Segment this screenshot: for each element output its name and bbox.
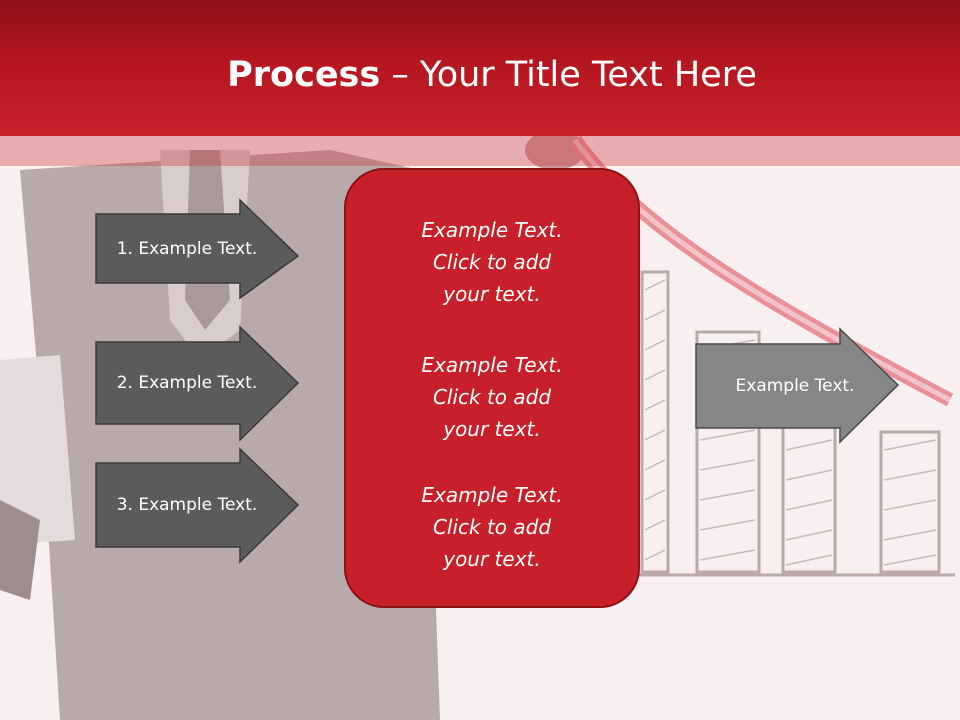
arrow-shape <box>95 447 300 564</box>
center-paragraph-1: Example Text. Click to add your text. <box>421 218 563 306</box>
arrow-shape <box>95 325 300 442</box>
result-arrow[interactable]: Example Text. <box>695 327 900 444</box>
title-bar-band <box>0 136 960 166</box>
slide-title[interactable]: Process – Your Title Text Here <box>0 54 960 96</box>
title-bold: Process <box>227 55 381 95</box>
process-step-arrow-2[interactable]: 2. Example Text. <box>95 325 300 442</box>
process-step-label: 2. Example Text. <box>116 373 258 393</box>
process-step-arrow-3[interactable]: 3. Example Text. <box>95 447 300 564</box>
process-step-arrow-1[interactable]: 1. Example Text. <box>95 198 300 300</box>
center-text-box[interactable]: Example Text. Click to add your text. Ex… <box>344 168 640 608</box>
center-paragraph-3: Example Text. Click to add your text. <box>421 483 563 571</box>
arrow-shape <box>95 198 300 300</box>
arrow-shape <box>695 327 900 444</box>
process-step-label: 3. Example Text. <box>116 495 258 515</box>
process-step-label: 1. Example Text. <box>116 239 258 259</box>
center-paragraph-2: Example Text. Click to add your text. <box>421 353 563 441</box>
title-rest: – Your Title Text Here <box>380 55 757 95</box>
result-arrow-label: Example Text. <box>735 376 855 396</box>
title-bar <box>0 0 960 136</box>
